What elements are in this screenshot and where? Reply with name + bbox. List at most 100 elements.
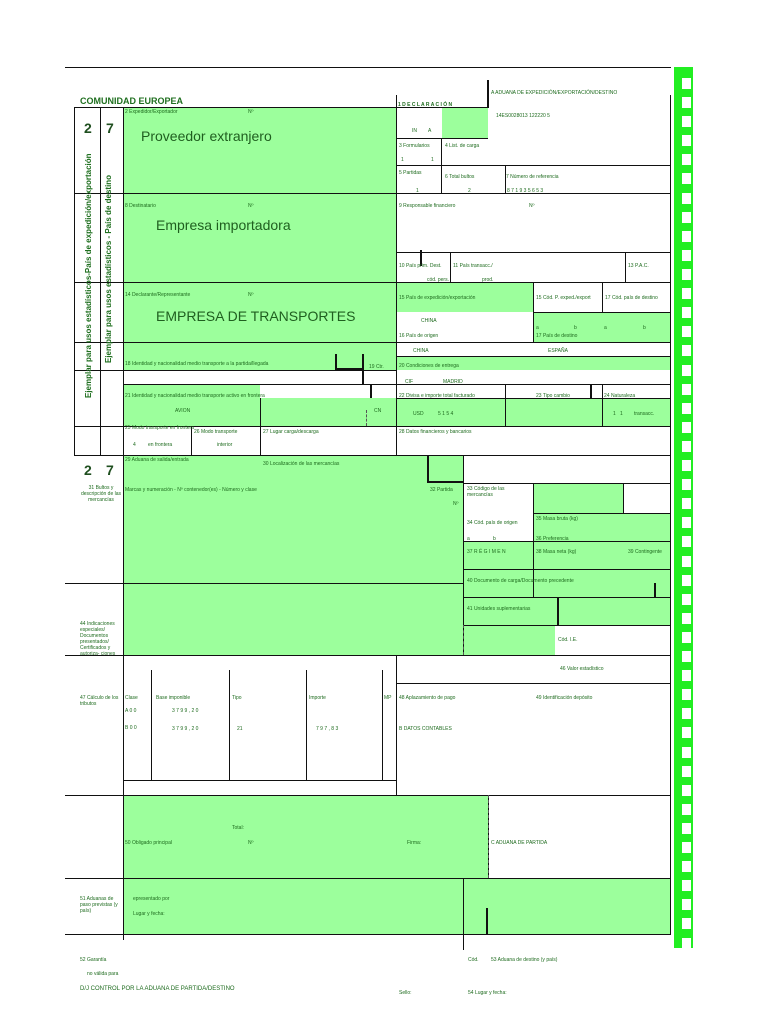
field-box35[interactable]	[533, 513, 671, 541]
box22-label: 22 Divisa e importe total facturado	[399, 393, 475, 399]
box39-label: 39 Contingente	[628, 549, 662, 555]
box51-lugar: Lugar y fecha:	[133, 911, 165, 917]
perforation-hole	[682, 899, 691, 910]
declaracion-value-2[interactable]: A	[428, 128, 432, 134]
box8-value[interactable]: Empresa importadora	[156, 217, 291, 233]
form-number-right: 7	[106, 120, 114, 136]
box28-label: 28 Datos financieros y bancarios	[399, 429, 472, 435]
perforation-hole	[682, 536, 691, 547]
box24-value-1[interactable]: 1	[613, 411, 616, 417]
perforation-hole	[682, 384, 691, 395]
field-box37[interactable]	[463, 541, 671, 569]
field-box22b[interactable]	[396, 398, 671, 426]
box3-value-1[interactable]: 1	[401, 157, 404, 163]
field-box17[interactable]	[533, 312, 671, 342]
perforation-hole	[682, 708, 691, 719]
field-box44b[interactable]	[463, 625, 555, 655]
field-box41[interactable]	[463, 597, 671, 625]
box47-row2-tipo[interactable]: 21	[237, 726, 243, 732]
box41-label: 41 Unidades suplementarias	[467, 606, 531, 612]
side-label-inner: Ejemplar para usos estadísticos - País d…	[104, 174, 113, 363]
box35-label: 35 Masa bruta (kg)	[536, 516, 578, 522]
box51-label: 51 Aduanas de paso previstas (y país)	[80, 896, 118, 914]
field-box33[interactable]	[533, 483, 623, 513]
box10-label: 10 País prim. Dest.	[399, 263, 442, 269]
box20-label: 20 Condiciones de entrega	[399, 363, 459, 369]
field-box40[interactable]	[463, 569, 671, 597]
box47-header-importe: Importe	[309, 695, 326, 701]
field-box44[interactable]	[123, 583, 463, 655]
box11-sub2: prod.	[482, 277, 494, 283]
field-box2[interactable]	[123, 108, 396, 193]
box47-total: Total:	[232, 825, 244, 831]
perforation-hole	[682, 556, 691, 567]
box47-header-tipo: Tipo	[232, 695, 242, 701]
box-a-value[interactable]: 14ES0028013 122220 5	[496, 113, 550, 119]
box22-amount[interactable]: 5 1 5 4	[438, 411, 454, 417]
box17-sublabel: 17 País de destino	[536, 333, 578, 339]
field-box14[interactable]	[123, 282, 396, 342]
box47-row2-importe[interactable]: 7 9 7 , 8 3	[316, 726, 339, 732]
box31-label: 31 Bultos y descripción de las mercancía…	[80, 485, 122, 503]
field-box15[interactable]	[396, 282, 533, 312]
perforation-hole	[682, 689, 691, 700]
perforation-hole	[682, 498, 691, 509]
declaracion-value-1[interactable]: IN	[412, 128, 417, 134]
box25-value[interactable]: 4	[133, 442, 136, 448]
box21-value[interactable]: AVION	[175, 408, 191, 414]
box47-header-base: Base imponible	[156, 695, 191, 701]
box6-value[interactable]: 2	[468, 188, 471, 194]
box26-value-label: interior	[217, 442, 233, 448]
box52-label: 52 Garantía	[80, 957, 107, 963]
box2-label: 2 Expedidor/Exportador	[125, 109, 178, 115]
box16-value[interactable]: CHINA	[413, 348, 429, 354]
box50-no: Nº	[248, 840, 254, 846]
perforation-hole	[682, 288, 691, 299]
box24-value-2[interactable]: 1	[620, 411, 623, 417]
box47-header-mp: MP	[384, 695, 392, 701]
box22-currency[interactable]: USD	[413, 411, 424, 417]
field-box29[interactable]	[123, 455, 463, 483]
perforation-hole	[682, 823, 691, 834]
field-box1[interactable]	[442, 108, 488, 138]
box47-row1-base[interactable]: 3 7 9 9 , 2 0	[172, 708, 199, 714]
field-box50[interactable]	[123, 795, 488, 878]
field-box21[interactable]	[123, 384, 260, 426]
field-box8[interactable]	[123, 193, 396, 282]
box24-transacc: transacc.	[634, 411, 655, 417]
box47-row1-clase[interactable]: A 0 0	[125, 708, 137, 714]
perforation-hole	[682, 365, 691, 376]
box14-value[interactable]: EMPRESA DE TRANSPORTES	[156, 308, 356, 324]
box9-no: Nº	[529, 203, 535, 209]
box21-label: 21 Identidad y nacionalidad medio transp…	[125, 393, 265, 399]
perforation-hole	[682, 116, 691, 127]
box20-value-2[interactable]: MADRID	[443, 379, 463, 385]
box31-sublabel: Marcas y numeración - Nº contenedor(es) …	[125, 487, 257, 493]
box19-label: 19 Ctr.	[369, 364, 384, 370]
box15a-value-b: b	[574, 325, 577, 331]
box44-cod: Cód. I.E.	[558, 637, 578, 643]
perforation-hole	[682, 918, 691, 929]
box17-value[interactable]: ESPAÑA	[548, 348, 568, 354]
field-box51[interactable]	[123, 878, 670, 934]
field-box18[interactable]	[123, 342, 396, 370]
box3-value-2[interactable]: 1	[431, 157, 434, 163]
box47-row2-clase[interactable]: B 0 0	[125, 725, 137, 731]
box53-label: 53 Aduana de destino (y país)	[491, 957, 558, 963]
perforation-hole	[682, 326, 691, 337]
box47-row2-base[interactable]: 3 7 9 9 , 2 0	[172, 726, 199, 732]
perforation-hole	[682, 231, 691, 242]
box33-label: 33 Código de las mercancías	[467, 486, 505, 498]
field-box20[interactable]	[396, 356, 671, 370]
box15-value[interactable]: CHINA	[421, 318, 437, 324]
field-box31[interactable]	[123, 483, 463, 583]
perforation-hole	[682, 269, 691, 280]
box7-value[interactable]: 8 7 1 9 3 5 6 5 3	[507, 188, 544, 194]
box5-value[interactable]: 1	[416, 188, 419, 194]
box2-value[interactable]: Proveedor extranjero	[141, 128, 272, 144]
field-box22[interactable]	[260, 398, 396, 426]
box20-value-1[interactable]: CIF	[405, 379, 414, 385]
perforation-hole	[682, 938, 691, 949]
box8-label: 8 Destinatario	[125, 203, 156, 209]
perforation-hole	[682, 460, 691, 471]
